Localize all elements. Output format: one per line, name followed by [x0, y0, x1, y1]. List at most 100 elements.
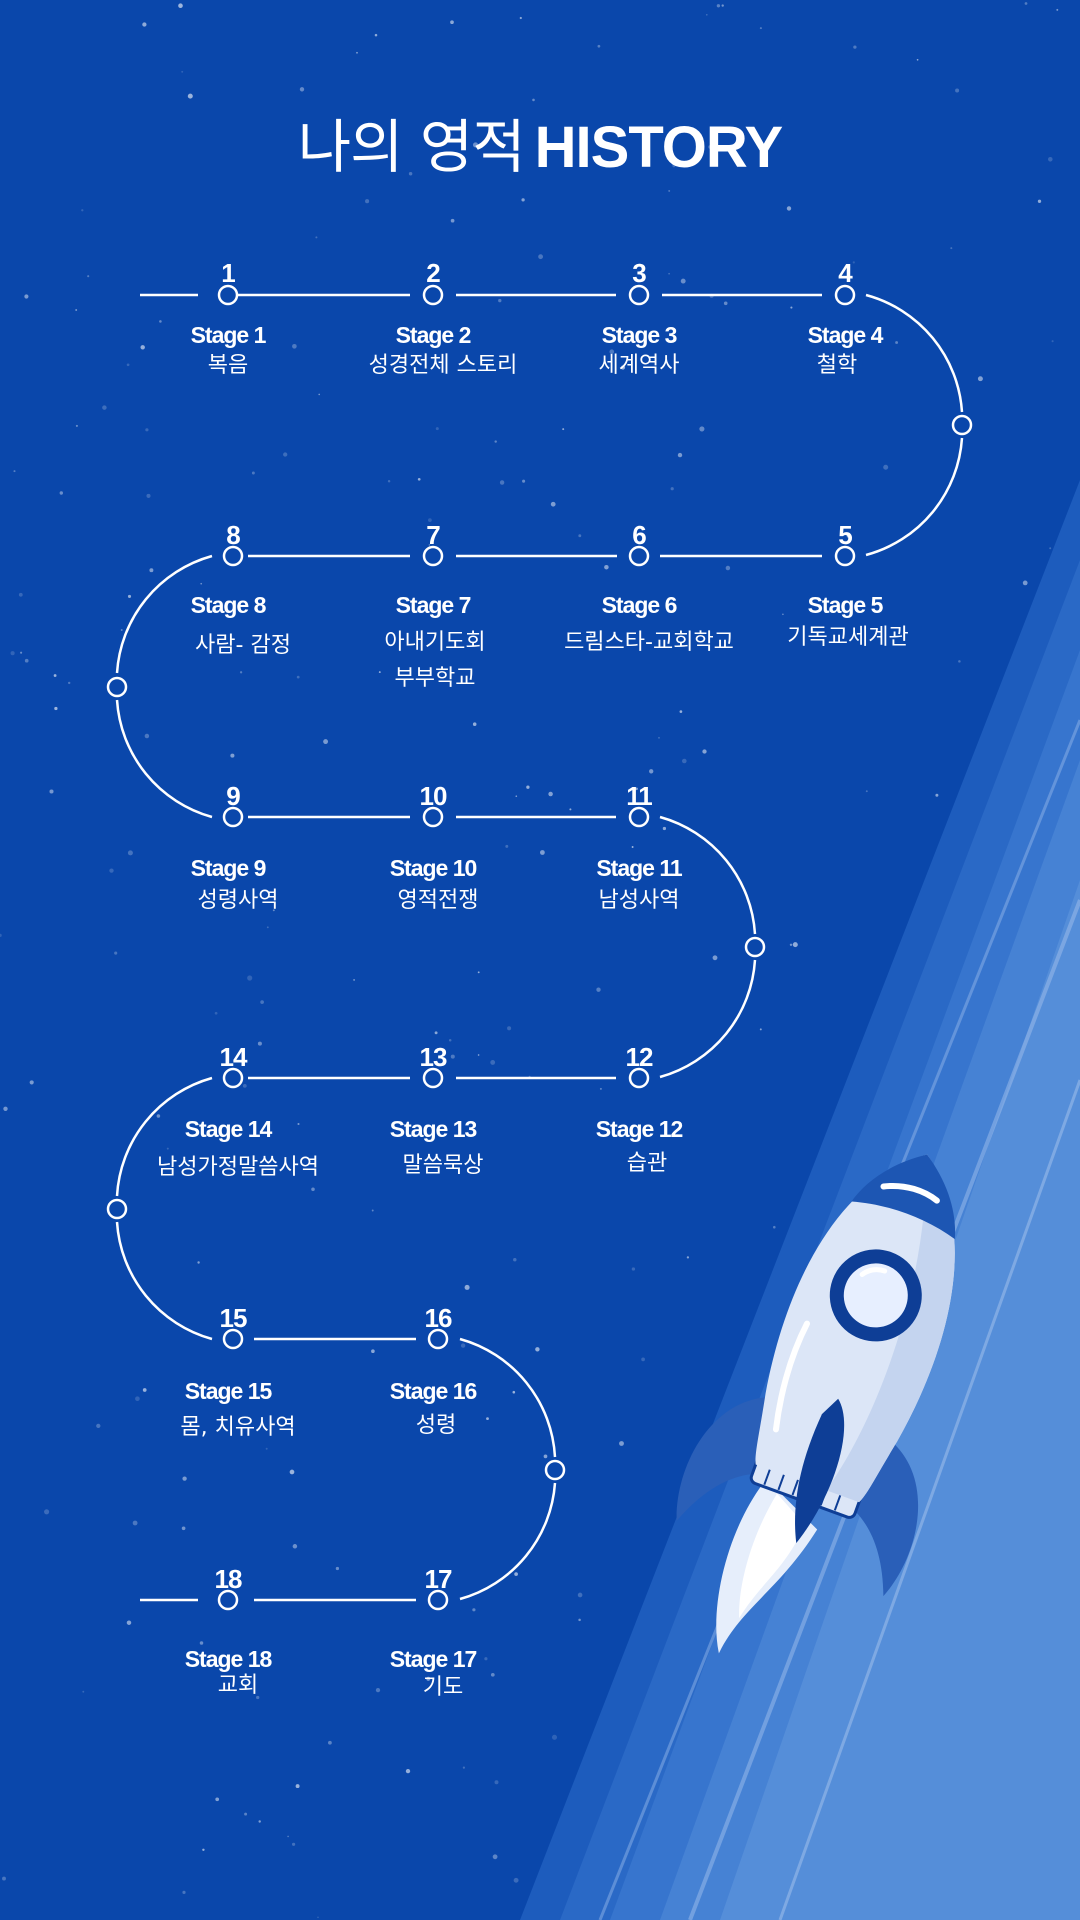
star-dot — [589, 633, 592, 636]
star-dot — [790, 306, 793, 309]
star-dot — [668, 189, 671, 192]
star-dot — [1037, 199, 1042, 203]
star-dot — [494, 1780, 499, 1785]
star-dot — [266, 926, 269, 929]
star-dot — [955, 88, 960, 93]
star-dot — [477, 1054, 480, 1056]
star-dot — [0, 933, 2, 938]
star-dot — [578, 1618, 581, 1622]
star-dot — [127, 594, 132, 598]
stage-desc-16: 성령 — [415, 1413, 457, 1438]
star-dot — [96, 1423, 101, 1429]
stage-desc-1: 복음 — [207, 353, 249, 378]
stage-node-7 — [422, 545, 444, 567]
star-dot — [75, 309, 78, 311]
star-dot — [296, 675, 300, 679]
star-dot — [450, 1054, 455, 1059]
stage-label-16: Stage 16 — [389, 1378, 478, 1404]
star-dot — [1056, 8, 1059, 11]
star-dot — [472, 722, 477, 726]
star-dot — [315, 236, 318, 239]
stage-desc-18: 교회 — [217, 1673, 259, 1698]
star-dot — [265, 1447, 268, 1450]
star-dot — [619, 1441, 624, 1446]
star-dot — [662, 826, 667, 831]
star-dot — [200, 582, 203, 585]
star-dot — [44, 1509, 50, 1515]
star-dot — [408, 171, 413, 176]
stage-desc-7: 아내기도회 부부학교 — [384, 630, 486, 691]
stage-desc-9: 성령사역 — [197, 888, 279, 913]
star-dot — [258, 1820, 261, 1823]
star-dot — [426, 1676, 431, 1681]
star-dot — [178, 3, 183, 9]
timeline-path — [115, 293, 964, 1602]
star-dot — [786, 206, 792, 211]
star-dot — [387, 479, 391, 483]
star-dot — [54, 706, 58, 711]
star-dot — [13, 470, 16, 473]
stage-label-3: Stage 3 — [601, 322, 678, 348]
star-dot — [81, 209, 84, 212]
stage-node-3 — [628, 284, 650, 306]
star-dot — [102, 405, 107, 410]
star-dot — [486, 1417, 489, 1421]
star-dot — [29, 1080, 34, 1085]
star-dot — [535, 1347, 540, 1352]
star-dot — [289, 1469, 295, 1475]
stage-number-3: 3 — [632, 258, 646, 288]
star-dot — [668, 272, 670, 275]
star-dot — [247, 975, 253, 981]
star-dot — [166, 1147, 169, 1150]
stage-node-14 — [222, 1067, 244, 1089]
star-dot — [569, 808, 572, 811]
star-dot — [950, 247, 953, 250]
star-dot — [1048, 157, 1053, 162]
star-dot — [522, 479, 526, 483]
star-dot — [773, 1225, 776, 1229]
star-dot — [214, 1011, 218, 1015]
star-dot — [24, 658, 29, 663]
star-dot — [142, 1388, 147, 1392]
star-dot — [679, 710, 683, 713]
star-dot — [789, 943, 793, 947]
star-dot — [609, 349, 615, 355]
star-dot — [149, 568, 154, 573]
star-dot — [460, 1343, 466, 1348]
star-dot — [723, 301, 728, 306]
star-dot — [484, 1657, 488, 1661]
star-dot — [375, 1687, 381, 1693]
star-dot — [708, 145, 712, 149]
stage-desc-14: 남성가정말씀사역 — [157, 1155, 319, 1180]
star-dot — [181, 1526, 186, 1531]
star-dot — [365, 199, 370, 204]
title-history: HISTORY — [534, 115, 784, 180]
star-dot — [895, 341, 899, 344]
star-dot — [494, 440, 497, 443]
star-dot — [514, 1572, 518, 1576]
stage-desc-4: 철학 — [816, 353, 858, 378]
star-dot — [550, 501, 556, 507]
stage-number-13: 13 — [419, 1042, 448, 1072]
stage-desc-5: 기독교세계관 — [787, 625, 909, 650]
star-dot — [67, 681, 71, 685]
star-dot — [677, 452, 683, 458]
stage-label-8: Stage 8 — [190, 592, 267, 618]
star-dot — [428, 518, 432, 522]
stage-node-5 — [834, 545, 856, 567]
star-dot — [512, 1390, 516, 1394]
stage-node-8 — [222, 545, 244, 567]
star-dot — [883, 464, 889, 470]
star-dot — [649, 769, 654, 774]
curve-node-3 — [744, 936, 766, 958]
star-dot — [958, 660, 961, 663]
star-dot — [140, 345, 145, 350]
stage-label-4: Stage 4 — [807, 322, 884, 348]
star-dot — [490, 1672, 495, 1677]
stage-desc-11: 남성사역 — [598, 888, 680, 913]
stage-label-11: Stage 11 — [596, 855, 682, 881]
star-dot — [513, 1877, 519, 1883]
star-dot — [49, 789, 54, 794]
star-dot — [792, 942, 798, 948]
